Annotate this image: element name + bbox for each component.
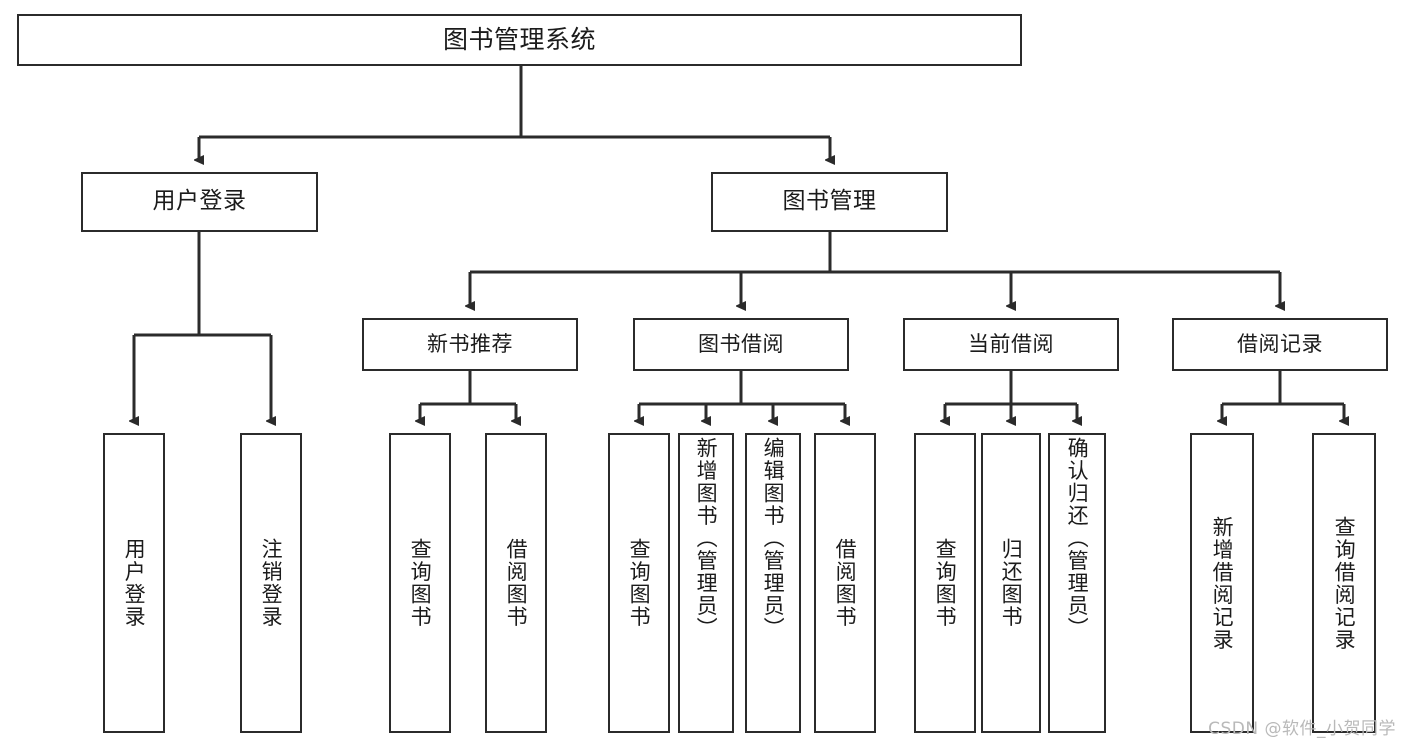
- csdn-watermark: CSDN @软件_小贺同学: [1208, 719, 1396, 739]
- leaf-borrow-book-2[interactable]: 借阅图书: [814, 433, 876, 733]
- node-current-borrow[interactable]: 当前借阅: [903, 318, 1119, 371]
- leaf-edit-book[interactable]: 编辑图书（管理员）: [745, 433, 801, 733]
- leaf-add-book[interactable]: 新增图书（管理员）: [678, 433, 734, 733]
- leaf-borrow-book-2-label: 借阅图书: [833, 538, 858, 628]
- node-user-login[interactable]: 用户登录: [81, 172, 318, 232]
- leaf-query-book-2[interactable]: 查询图书: [608, 433, 670, 733]
- leaf-query-book-3[interactable]: 查询图书: [914, 433, 976, 733]
- node-new-book-recommend[interactable]: 新书推荐: [362, 318, 578, 371]
- node-borrow-record[interactable]: 借阅记录: [1172, 318, 1388, 371]
- node-borrow-record-label: 借阅记录: [1237, 331, 1323, 356]
- leaf-confirm-return-label: 确认归还（管理员）: [1065, 437, 1090, 640]
- node-book-management[interactable]: 图书管理: [711, 172, 948, 232]
- leaf-return-book-label: 归还图书: [999, 538, 1024, 628]
- leaf-logout-label: 注销登录: [259, 538, 284, 628]
- node-new-book-recommend-label: 新书推荐: [427, 331, 513, 356]
- node-book-borrow-label: 图书借阅: [698, 331, 784, 356]
- node-user-login-label: 用户登录: [152, 188, 247, 215]
- node-book-management-label: 图书管理: [782, 188, 877, 215]
- leaf-logout[interactable]: 注销登录: [240, 433, 302, 733]
- leaf-user-login-label: 用户登录: [122, 538, 147, 628]
- leaf-query-book-3-label: 查询图书: [933, 538, 958, 628]
- leaf-add-record-label: 新增借阅记录: [1210, 515, 1235, 651]
- leaf-confirm-return[interactable]: 确认归还（管理员）: [1048, 433, 1106, 733]
- leaf-user-login[interactable]: 用户登录: [103, 433, 165, 733]
- leaf-query-book-1-label: 查询图书: [408, 538, 433, 628]
- node-current-borrow-label: 当前借阅: [968, 331, 1054, 356]
- leaf-add-record[interactable]: 新增借阅记录: [1190, 433, 1254, 733]
- leaf-query-book-2-label: 查询图书: [627, 538, 652, 628]
- node-root[interactable]: 图书管理系统: [17, 14, 1022, 66]
- leaf-edit-book-label: 编辑图书（管理员）: [761, 437, 786, 640]
- leaf-query-record-label: 查询借阅记录: [1332, 515, 1357, 651]
- leaf-borrow-book-1-label: 借阅图书: [504, 538, 529, 628]
- leaf-query-record[interactable]: 查询借阅记录: [1312, 433, 1376, 733]
- leaf-borrow-book-1[interactable]: 借阅图书: [485, 433, 547, 733]
- leaf-return-book[interactable]: 归还图书: [981, 433, 1041, 733]
- leaf-query-book-1[interactable]: 查询图书: [389, 433, 451, 733]
- leaf-add-book-label: 新增图书（管理员）: [694, 437, 719, 640]
- node-book-borrow[interactable]: 图书借阅: [633, 318, 849, 371]
- node-root-label: 图书管理系统: [442, 25, 596, 54]
